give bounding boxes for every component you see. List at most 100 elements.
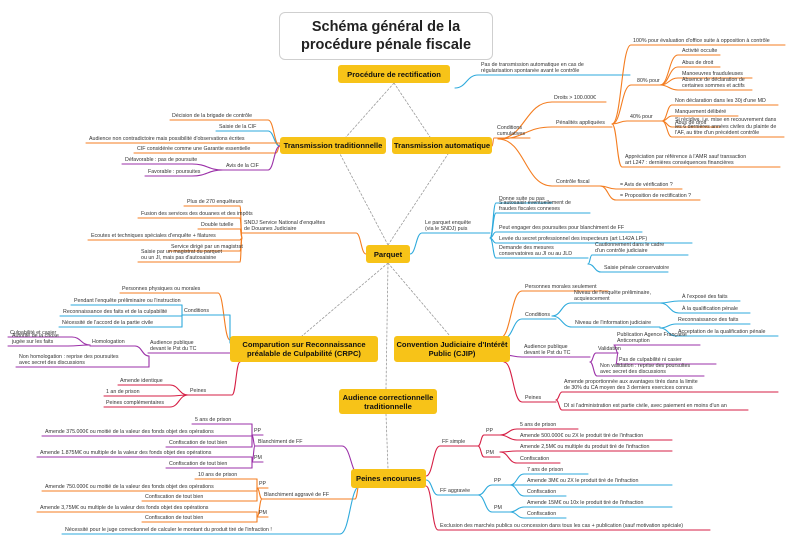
label-j3: À l'exposé des faits — [682, 293, 728, 300]
label-a12: Manquement délibéré — [675, 108, 727, 115]
label-f15: Confiscation — [527, 510, 557, 517]
label-f1: FF simple — [442, 438, 466, 445]
branch-c14 — [231, 361, 241, 396]
label-f12: Confiscation — [527, 488, 557, 495]
label-f4: Amende 500.000€ ou 2X le produit tiré de… — [520, 432, 644, 439]
branch-j4 — [659, 302, 680, 314]
branch-f10 — [509, 473, 525, 486]
label-j5: Conditions — [525, 311, 551, 318]
label-a1: Pas de transmission automatique en cas d… — [481, 61, 584, 74]
spoke-7 — [385, 413, 389, 470]
branch-e10 — [256, 487, 263, 500]
branch-a6 — [659, 54, 679, 86]
label-f16: Exclusion des marchés publics ou concess… — [440, 522, 684, 529]
label-a7: Abus de droit — [682, 59, 714, 66]
label-f11: Amende 3M€ ou 2X le produit tiré de l'in… — [527, 477, 639, 484]
branch-a10 — [611, 120, 628, 125]
label-c14: Peines — [190, 387, 207, 394]
label-a11: Non déclaration dans les 30j d'une MD — [675, 97, 766, 104]
label-e15: Amende 3,75M€ ou multiple de la valeur d… — [40, 504, 209, 511]
branch-p15 — [587, 263, 602, 273]
label-t2: Saisie de la CIF — [219, 123, 257, 130]
label-j8: Acceptation de la qualification pénale — [678, 328, 766, 335]
label-f3: 5 ans de prison — [520, 421, 557, 428]
branch-j1 — [499, 290, 523, 339]
label-e7: Amende 1.875M€ ou multiple de la valeur … — [40, 449, 212, 456]
label-j6: Niveau de l'information judiciaire — [575, 319, 652, 326]
label-p5: Ecoutes et techniques spéciales d'enquêt… — [91, 232, 216, 239]
branch-f16 — [425, 485, 439, 531]
branch-a9 — [659, 84, 679, 91]
label-f8: FF aggravée — [440, 487, 471, 494]
label-t5: Avis de la CIF — [226, 162, 259, 169]
branch-a16 — [491, 137, 495, 147]
spoke-1 — [393, 82, 431, 138]
spoke-3 — [387, 153, 449, 246]
branch-a4 — [611, 44, 632, 125]
branch-c13 — [169, 394, 189, 408]
branch-f3 — [499, 428, 518, 436]
branch-p13 — [489, 237, 497, 259]
label-f7: Confiscation — [520, 455, 550, 462]
node-crpc[interactable]: Comparution sur Reconnaissance préalable… — [230, 336, 378, 362]
label-j2: Niveau de l'enquête préliminaire,acquies… — [574, 289, 651, 302]
label-e9: Blanchiment aggravé de FF — [264, 491, 330, 498]
branch-p8 — [409, 232, 423, 255]
label-a2: Droits > 100.000€ — [554, 94, 596, 101]
label-a18: = Avis de vérification ? — [620, 181, 673, 188]
label-t3: Audience non contradictoire mais possibi… — [89, 135, 245, 142]
label-j10: Validation — [598, 345, 621, 352]
label-a5: 80% pour — [637, 77, 660, 84]
branch-f5 — [477, 445, 485, 458]
label-a4: 100% pour évaluation d'office suite à op… — [633, 37, 770, 44]
branch-a17 — [497, 138, 553, 187]
branch-f13 — [477, 494, 493, 513]
label-f13: PM — [494, 504, 502, 511]
node-procedure-rectification[interactable]: Procédure de rectification — [338, 65, 450, 83]
label-c4: Nécessité de l'accord de la partie civil… — [62, 319, 154, 326]
label-a13: Abus de droit — [675, 119, 707, 126]
label-t7: Favorable : poursuites — [148, 168, 201, 175]
label-p8: Le parquet enquête(via le SNDJ) puis — [425, 219, 471, 232]
branch-t5 — [267, 145, 281, 171]
branch-j14 — [503, 361, 523, 403]
label-c8: Homologation — [92, 338, 125, 345]
node-peines-encourues[interactable]: Peines encourues — [351, 469, 426, 488]
branch-f2 — [477, 434, 485, 447]
branch-j15 — [555, 391, 563, 401]
label-t1: Décision de la brigade de contrôle — [172, 112, 253, 119]
node-parquet[interactable]: Parquet — [366, 245, 410, 263]
node-cjip[interactable]: Convention Judiciaire d'Intérêt Public (… — [394, 336, 510, 362]
label-j15: Amende proportionnée aux avantages tirés… — [564, 378, 698, 391]
label-f5: PM — [486, 449, 494, 456]
branch-f14 — [509, 506, 525, 513]
node-transmission-automatique[interactable]: Transmission automatique — [392, 137, 492, 154]
node-audience-correctionnelle[interactable]: Audience correctionnelle traditionnelle — [339, 389, 437, 414]
label-f10: 7 ans de prison — [527, 466, 564, 473]
branch-p1 — [355, 232, 367, 255]
node-transmission-traditionnelle[interactable]: Transmission traditionnelle — [280, 137, 386, 154]
branch-a12 — [661, 115, 673, 122]
branch-j16 — [555, 399, 563, 411]
label-p11: Peut engager des poursuites pour blanchi… — [499, 224, 625, 231]
label-e10: PP — [259, 480, 267, 487]
branch-c7 — [67, 344, 91, 347]
label-p15: Saisie pénale conservatoire — [604, 264, 670, 271]
spoke-4 — [301, 262, 389, 337]
branch-f7 — [499, 451, 518, 464]
branch-f15 — [509, 511, 525, 519]
spoke-2 — [339, 153, 389, 246]
label-j4: À la qualification pénale — [682, 305, 738, 312]
branch-a14 — [661, 120, 673, 138]
label-t6: Défavorable : pas de poursuite — [125, 156, 198, 163]
branch-t7 — [191, 169, 224, 177]
branch-j2 — [551, 302, 572, 317]
label-j16: DI si l'administration est partie civile… — [564, 402, 727, 409]
